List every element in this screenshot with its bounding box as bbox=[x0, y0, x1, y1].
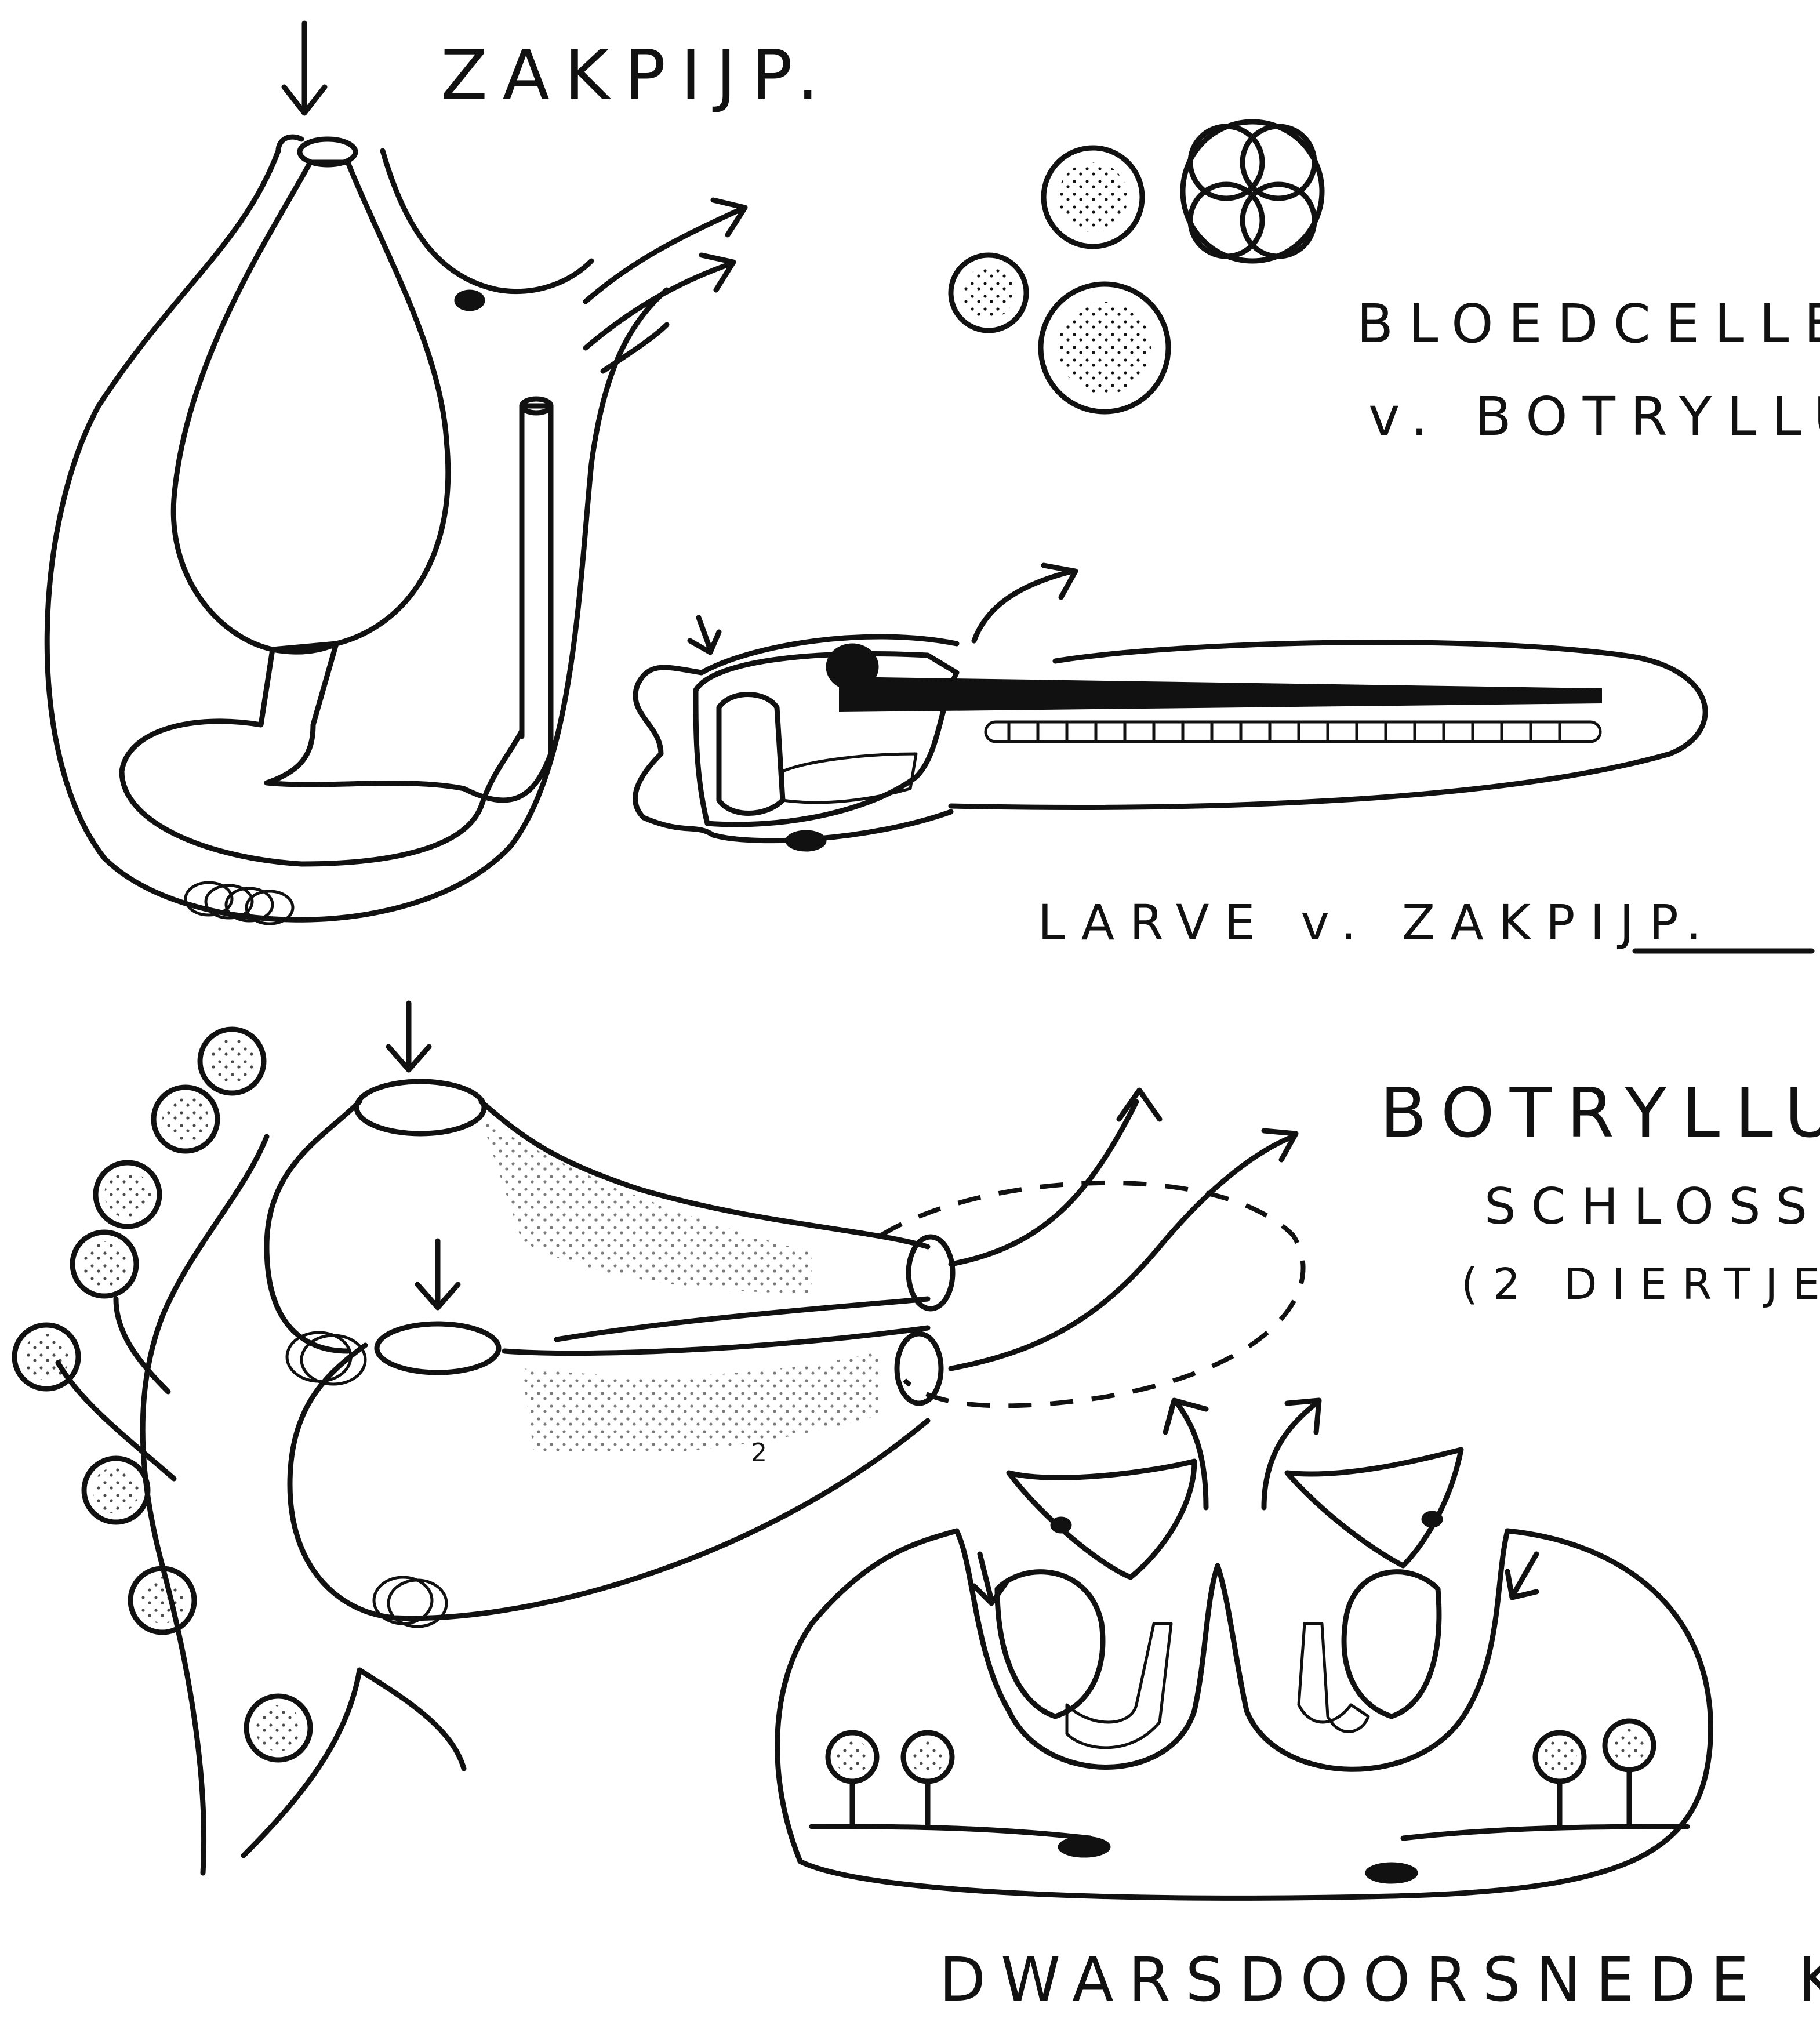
arrow-out-icon bbox=[951, 1090, 1160, 1264]
botryllus-figure: 2 bbox=[14, 1003, 1303, 1873]
larva-head bbox=[635, 637, 957, 841]
arrow-out-icon bbox=[1165, 1400, 1206, 1508]
stomach bbox=[122, 406, 551, 864]
larva-figure bbox=[635, 565, 1706, 851]
arrow-down-icon bbox=[417, 1241, 458, 1308]
arrow-down-icon bbox=[1507, 1554, 1536, 1598]
label-larve: LARVE v. ZAKPIJP. bbox=[1038, 894, 1716, 951]
colony-outline bbox=[778, 1531, 1711, 1898]
arrow-down-icon bbox=[388, 1003, 429, 1070]
label-bloedcellen: BLOEDCELLEN bbox=[1357, 293, 1820, 355]
arrow-down-icon bbox=[974, 1554, 1006, 1603]
label-v-botryllus: v. BOTRYLLUS bbox=[1368, 386, 1820, 448]
common-cloaca bbox=[881, 1183, 1303, 1406]
cross-section-figure bbox=[778, 1400, 1711, 1898]
label-2-diertjes: (2 DIERTJES) bbox=[1461, 1259, 1820, 1309]
arrow-out-icon bbox=[1264, 1400, 1319, 1508]
title-zakpijp: ZAKPIJP. bbox=[441, 35, 834, 115]
zakpijp-figure bbox=[47, 23, 745, 924]
small-number-label: 2 bbox=[751, 1438, 782, 1468]
arrow-out-icon bbox=[974, 565, 1076, 641]
colony-ampullae bbox=[14, 1029, 464, 1873]
morula-cell bbox=[1183, 122, 1322, 261]
arrow-down-icon bbox=[690, 618, 719, 652]
branchial-basket bbox=[173, 162, 448, 652]
label-dwarsdoorsnede: DWARSDOORSNEDE KOLONIE. bbox=[939, 1944, 1820, 2015]
larva-branchial bbox=[719, 695, 783, 814]
label-schlosser: SCHLOSSER bbox=[1484, 1178, 1820, 1236]
blood-cells bbox=[951, 122, 1322, 412]
arrow-down-icon bbox=[284, 23, 325, 113]
zakpijp-body bbox=[47, 151, 667, 920]
label-botryllus: BOTRYLLUS bbox=[1380, 1073, 1820, 1153]
